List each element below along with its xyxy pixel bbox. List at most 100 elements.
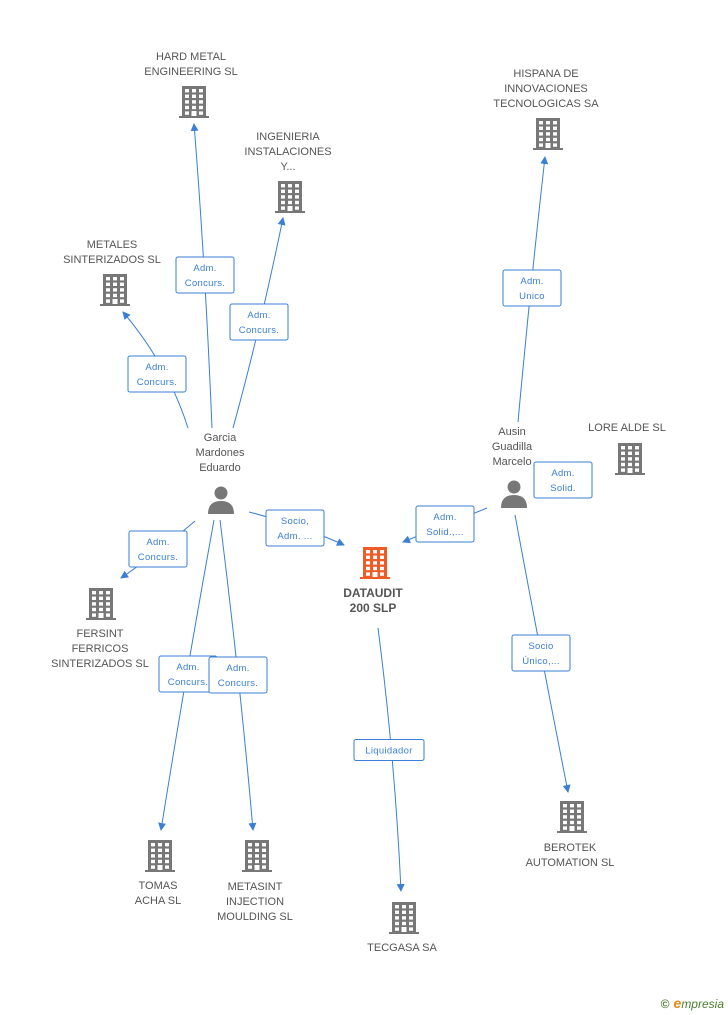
building-base bbox=[557, 831, 587, 833]
node-label: INNOVACIONES bbox=[504, 83, 588, 95]
edge-label[interactable]: Adm.Concurs. bbox=[128, 530, 188, 568]
building-window bbox=[192, 94, 196, 98]
edge-label[interactable]: Adm.Unico bbox=[502, 269, 562, 307]
building-window bbox=[570, 820, 574, 825]
building-window bbox=[165, 843, 169, 847]
building-icon bbox=[275, 181, 305, 213]
edge-label-box bbox=[229, 303, 289, 341]
node-ingenieria[interactable]: INGENIERIAINSTALACIONESY... bbox=[244, 131, 332, 213]
building-window bbox=[373, 561, 377, 565]
building-icon bbox=[360, 547, 390, 579]
edge-label-text: Concurs. bbox=[185, 278, 225, 289]
edge-garcia-to-metales: Adm.Concurs. bbox=[122, 311, 189, 429]
node-label: Eduardo bbox=[199, 462, 241, 474]
building-window bbox=[563, 820, 567, 825]
edge-label-text: Adm. bbox=[247, 310, 270, 321]
edge-label[interactable]: Socio, Adm. ... bbox=[265, 509, 325, 547]
edge-label-box bbox=[415, 505, 475, 543]
edge-label-text: Concurs. bbox=[138, 552, 178, 563]
building-window bbox=[151, 865, 155, 869]
building-window bbox=[99, 591, 103, 595]
building-window bbox=[546, 126, 550, 130]
edge-label[interactable]: SocioÚnico,... bbox=[511, 634, 571, 672]
building-window bbox=[120, 299, 124, 303]
building-window bbox=[281, 195, 285, 199]
building-window bbox=[563, 804, 567, 808]
building-window bbox=[262, 843, 266, 847]
building-window bbox=[621, 468, 625, 472]
building-window bbox=[192, 89, 196, 93]
building-window bbox=[539, 132, 543, 136]
building-window bbox=[106, 288, 110, 292]
building-window bbox=[281, 206, 285, 210]
node-label: ENGINEERING SL bbox=[144, 66, 238, 78]
building-window bbox=[158, 854, 162, 858]
edge-label[interactable]: Adm.Concurs. bbox=[158, 655, 218, 693]
edge-label[interactable]: Adm.Solid. bbox=[533, 461, 593, 499]
edge-label-text: Adm. bbox=[226, 663, 249, 674]
building-window bbox=[295, 200, 299, 205]
building-window bbox=[621, 446, 625, 450]
edge-label[interactable]: Adm.Concurs. bbox=[208, 656, 268, 694]
building-window bbox=[577, 804, 581, 808]
edge-garcia-to-fersint: Adm.Concurs. bbox=[120, 520, 196, 579]
edge-label-box bbox=[502, 269, 562, 307]
edge-label[interactable]: Adm.Concurs. bbox=[127, 355, 187, 393]
building-window bbox=[366, 566, 370, 571]
person-head bbox=[214, 486, 228, 500]
building-window bbox=[106, 293, 110, 298]
building-window bbox=[255, 854, 259, 858]
edge-label-text: Concurs. bbox=[168, 677, 208, 688]
building-window bbox=[402, 905, 406, 909]
building-window bbox=[120, 277, 124, 281]
building-window bbox=[185, 111, 189, 115]
edge-label-text: Socio, bbox=[281, 516, 309, 527]
building-window bbox=[92, 602, 96, 606]
person-icon bbox=[501, 480, 527, 508]
building-base bbox=[360, 577, 390, 579]
edge-label-text: Adm. ... bbox=[277, 531, 312, 542]
building-window bbox=[621, 462, 625, 467]
person-body bbox=[208, 501, 234, 514]
edge-label-text: Adm. bbox=[145, 362, 168, 373]
building-icon bbox=[242, 840, 272, 872]
edge-label[interactable]: Adm.Solid.,... bbox=[415, 505, 475, 543]
edge-label-box bbox=[128, 530, 188, 568]
building-window bbox=[621, 451, 625, 455]
building-window bbox=[106, 613, 110, 617]
node-tecgasa[interactable]: TECGASA SA bbox=[367, 902, 438, 954]
edge-label-text: Adm. bbox=[193, 263, 216, 274]
building-window bbox=[546, 121, 550, 125]
building-window bbox=[563, 815, 567, 819]
building-window bbox=[106, 607, 110, 612]
node-lore-alde[interactable]: LORE ALDE SL bbox=[588, 422, 666, 475]
building-window bbox=[151, 848, 155, 852]
building-window bbox=[409, 927, 413, 931]
building-window bbox=[570, 804, 574, 808]
node-label: Y... bbox=[280, 161, 295, 173]
building-window bbox=[539, 126, 543, 130]
edge-label[interactable]: Adm.Concurs. bbox=[229, 303, 289, 341]
node-label: DATAUDIT bbox=[343, 586, 403, 600]
building-window bbox=[92, 591, 96, 595]
node-label: TECNOLOGICAS SA bbox=[493, 98, 599, 110]
building-window bbox=[199, 89, 203, 93]
edge-label[interactable]: Liquidador bbox=[353, 739, 425, 761]
edge-label[interactable]: Adm. Concurs. bbox=[175, 256, 235, 294]
building-window bbox=[255, 848, 259, 852]
node-label: FERRICOS bbox=[72, 643, 129, 655]
building-icon bbox=[533, 118, 563, 150]
building-window bbox=[106, 596, 110, 600]
edge-label-box bbox=[533, 461, 593, 499]
building-window bbox=[255, 843, 259, 847]
